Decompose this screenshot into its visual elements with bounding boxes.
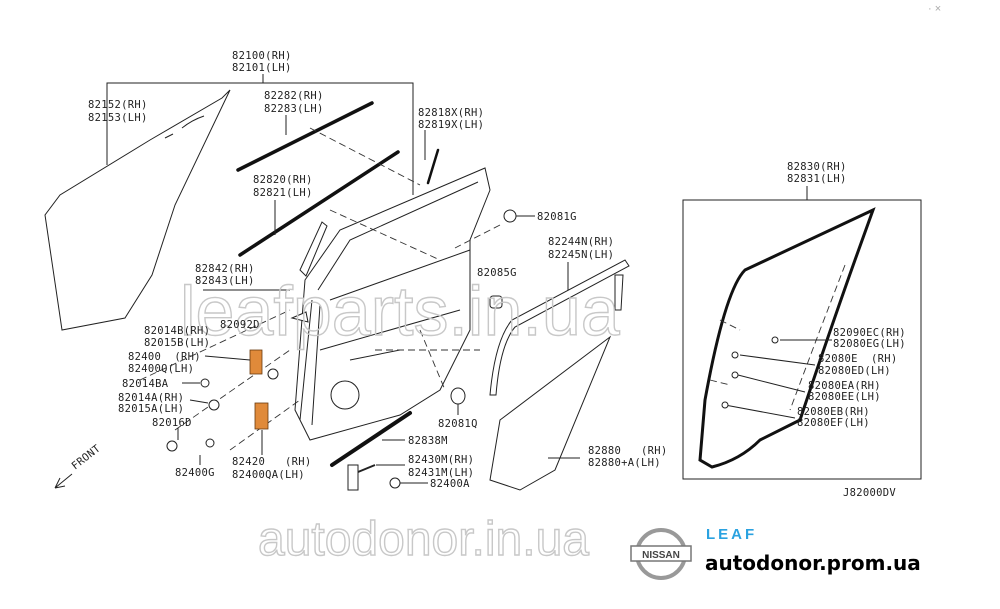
bumper-82085g: [489, 295, 503, 309]
part-number-label: 82080EA(RH): [808, 380, 881, 392]
part-number-label: 82420 (RH): [232, 456, 311, 468]
part-number-label: 82080E (RH): [818, 353, 897, 365]
upper-moulding: [236, 101, 374, 172]
lower-weatherstrip: [330, 411, 412, 467]
part-number-label: 82101(LH): [232, 62, 292, 74]
part-number-label: 82014B(RH): [144, 325, 210, 337]
part-number-label: 82831(LH): [787, 173, 847, 185]
part-number-label: 82014A(RH): [118, 392, 184, 404]
part-number-label: 82830(RH): [787, 161, 847, 173]
plug-82081q: [450, 387, 466, 415]
grommet-82081g: [503, 209, 535, 223]
part-number-label: 82152(RH): [88, 99, 148, 111]
model-name: LEAF: [706, 526, 758, 543]
part-number-label: 82090EC(RH): [833, 327, 906, 339]
part-number-label: 82081G: [537, 211, 577, 223]
part-number-label: 82818X(RH): [418, 107, 484, 119]
part-number-label: 82244N(RH): [548, 236, 614, 248]
bolt-82400a: [389, 477, 428, 489]
door-inner-panel: [290, 167, 491, 441]
part-number-label: 82819X(LH): [418, 119, 484, 131]
part-labels: 82100(RH) 82101(LH) 82152(RH) 82153(LH) …: [88, 50, 906, 490]
part-number-label: 82085G: [477, 267, 517, 279]
part-number-label: 82080EE(LH): [808, 391, 881, 403]
site-name: autodonor.prom.ua: [705, 551, 921, 575]
part-number-label: 82431M(LH): [408, 467, 474, 479]
part-number-label: 82080ED(LH): [818, 365, 891, 377]
hinge-fasteners: [166, 355, 279, 465]
outer-weatherstrip: [238, 150, 400, 257]
part-number-label: 82842(RH): [195, 263, 255, 275]
part-number-label: 82821(LH): [253, 187, 313, 199]
nissan-logo: NISSAN: [630, 528, 692, 580]
part-number-label: 82400A: [430, 478, 470, 490]
part-number-label: 82015A(LH): [118, 403, 184, 415]
part-number-label: 82283(LH): [264, 103, 324, 115]
part-number-label: 82245N(LH): [548, 249, 614, 261]
diagram-code: J82000DV: [843, 487, 896, 499]
outer-door-skin: [44, 89, 231, 331]
part-number-label: 82080EB(RH): [797, 406, 870, 418]
upper-hinge: [249, 349, 263, 375]
part-number-label: 82880 (RH): [588, 445, 667, 457]
part-number-label: 82080EF(LH): [797, 417, 870, 429]
part-number-label: 82400Q(LH): [128, 363, 194, 375]
front-label: FRONT: [69, 442, 103, 472]
watermark-autodonor: autodonor.in.ua: [258, 513, 589, 566]
weatherstrip-box: [682, 186, 922, 480]
part-number-label: 82153(LH): [88, 112, 148, 124]
watermark-leafparts: leafparts.in.ua: [180, 272, 620, 350]
door-glass: [489, 335, 612, 491]
part-number-label: 82080EG(LH): [833, 338, 906, 350]
nissan-logo-text: NISSAN: [642, 550, 680, 561]
part-number-label: 82820(RH): [253, 174, 313, 186]
check-link: [347, 464, 405, 491]
part-number-label: 82843(LH): [195, 275, 255, 287]
part-number-label: 82081Q: [438, 418, 478, 430]
lower-hinge: [254, 402, 269, 430]
part-number-label: 82016D: [152, 417, 192, 429]
corner-close-mark[interactable]: · ×: [928, 3, 942, 15]
rear-sash: [489, 259, 630, 396]
part-number-label: 82400 (RH): [128, 351, 201, 363]
part-number-label: 82838M: [408, 435, 448, 447]
part-number-label: 82400G: [175, 467, 215, 479]
part-number-label: 82282(RH): [264, 90, 324, 102]
part-number-label: 82015B(LH): [144, 337, 210, 349]
front-arrow-icon: [54, 473, 73, 489]
part-number-label: 82400QA(LH): [232, 469, 305, 481]
front-sash: [299, 221, 328, 277]
part-number-label: 82430M(RH): [408, 454, 474, 466]
part-number-label: 82092D: [220, 319, 260, 331]
part-number-label: 82880+A(LH): [588, 457, 661, 469]
part-number-label: 82014BA: [122, 378, 169, 390]
sash-tape: [426, 148, 440, 185]
part-number-label: 82100(RH): [232, 50, 292, 62]
